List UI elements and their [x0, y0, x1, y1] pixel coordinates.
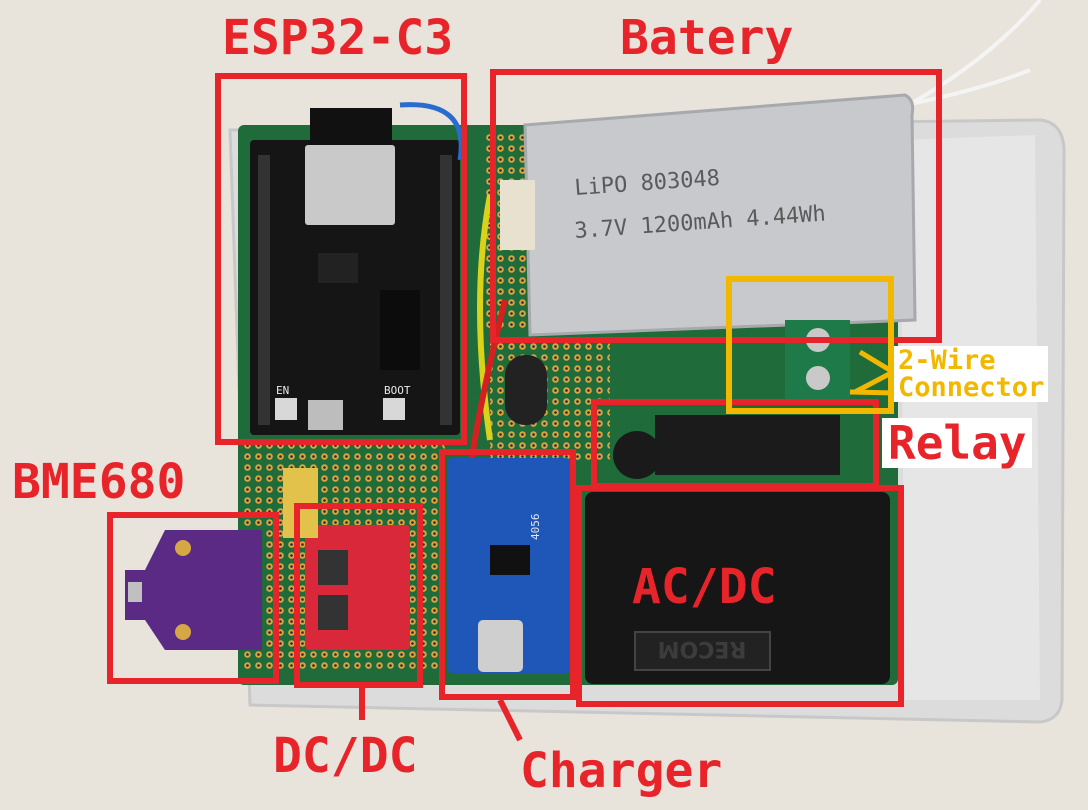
esp32-annotation-box: [215, 73, 467, 445]
acdc-annotation-box: [576, 485, 904, 707]
mounting-string: [899, 0, 1042, 112]
charger-chip-text: 4056: [529, 514, 542, 541]
annotation-boxes: [107, 69, 942, 707]
esp32-boot-button: [383, 398, 405, 420]
bme680-annotation-box: [107, 512, 279, 684]
esp32-boot-text: BOOT: [384, 384, 411, 397]
esp32-en-text: EN: [276, 384, 289, 397]
enclosure-side: [900, 135, 1040, 700]
bme680-mount-hole-2: [175, 624, 191, 640]
charger-annotation-box: [439, 449, 576, 700]
bme680-label: BME680: [12, 454, 186, 510]
bme680-sensor: [128, 582, 142, 602]
connector-label-line1: 2-Wire: [898, 345, 996, 376]
battery-connector: [500, 180, 535, 250]
esp32-chip: [318, 253, 358, 283]
battery-label: Batery: [620, 10, 794, 66]
charger-pointer-line: [497, 698, 523, 742]
dcdc-board: [305, 525, 410, 650]
battery-annotation-box: [490, 69, 942, 343]
recom-text: RECOM: [658, 636, 747, 661]
connector-annotation-box: [726, 276, 894, 414]
dcdc-annotation-box: [294, 503, 423, 688]
relay-label: Relay: [882, 418, 1033, 468]
esp32-en-button: [275, 398, 297, 420]
esp32-module-shield: [305, 145, 395, 225]
connector-label-line2: Connector: [898, 372, 1045, 403]
capacitor-mid: [505, 355, 547, 425]
bme680-board: [125, 530, 262, 650]
esp32-label: ESP32-C3: [222, 10, 454, 66]
relay-body: [655, 415, 840, 475]
connector-label-box: 2-Wire Connector: [894, 345, 1049, 403]
bme680-mount-hole-1: [175, 540, 191, 556]
charger-usb-c: [478, 620, 523, 672]
recom-logo-plate: [634, 631, 771, 671]
connector-arrow: [849, 349, 899, 396]
relay-capacitor: [613, 431, 661, 479]
esp32-antenna: [310, 108, 392, 146]
dcdc-inductor-1: [318, 550, 348, 585]
charger-chip: [490, 545, 530, 575]
charger-label: Charger: [520, 743, 723, 799]
yellow-wire: [477, 194, 493, 441]
esp32-regulator: [380, 290, 420, 370]
terminal-screw-2: [806, 366, 830, 390]
lipo-battery: [523, 93, 917, 337]
dcdc-inductor-2: [318, 595, 348, 630]
esp32-usb: [308, 400, 343, 430]
esp32-header-pins: [258, 155, 452, 425]
dcdc-label: DC/DC: [273, 728, 418, 784]
acdc-label: AC/DC: [632, 559, 777, 615]
